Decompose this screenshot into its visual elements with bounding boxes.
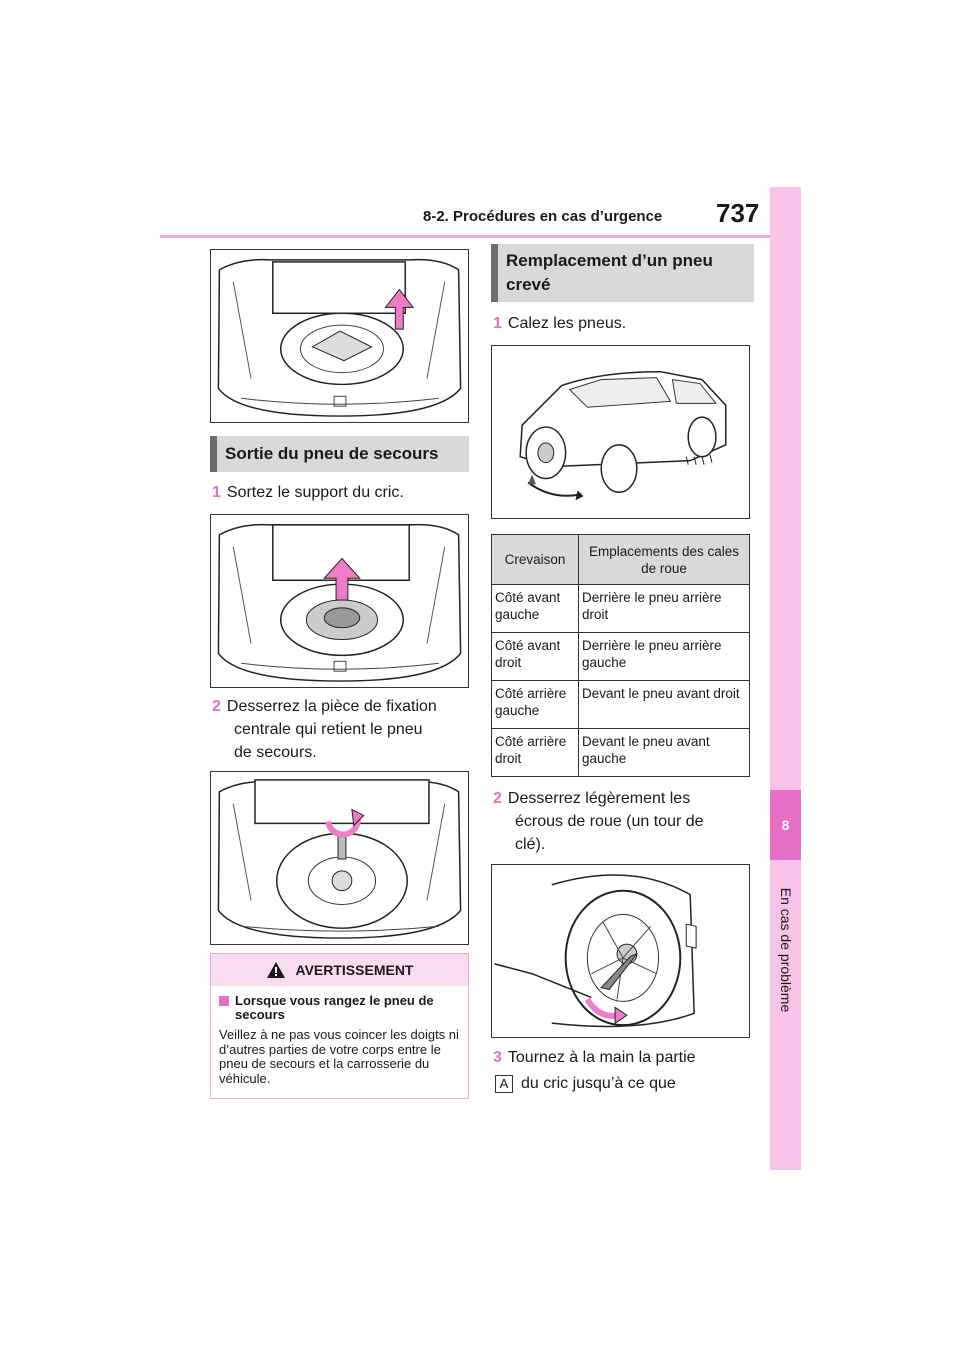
table-cell: Côté avant droit	[491, 632, 579, 681]
table-header-row: Crevaison Emplacements des cales de roue	[491, 534, 750, 585]
step-1-left: 1 Sortez le support du cric.	[212, 481, 472, 504]
warning-subtitle: Lorsque vous rangez le pneu de secours	[235, 993, 434, 1022]
table-cell: Devant le pneu avant droit	[578, 680, 750, 729]
warning-icon	[266, 962, 285, 978]
warning-subtitle-row: Lorsque vous rangez le pneu de secours	[219, 994, 460, 1022]
warning-body: Veillez à ne pas vous coincer les doigts…	[219, 1027, 459, 1086]
table-row: Côté avant droit Derrière le pneu arrièr…	[491, 632, 750, 681]
warning-header: AVERTISSEMENT	[211, 954, 468, 986]
page-number: 737	[716, 198, 760, 228]
table-cell: Côté arrière gauche	[491, 680, 579, 729]
step-number: 2	[212, 698, 221, 715]
warning-box: AVERTISSEMENT Lorsque vous rangez le pne…	[210, 953, 469, 1099]
table-header-cell: Crevaison	[491, 534, 579, 585]
spare-tire-bolt-illustration	[210, 771, 469, 945]
step-text: Sortez le support du cric.	[226, 484, 404, 501]
step-2-left: 2 Desserrez la pièce de fixation centrale…	[212, 695, 472, 764]
wheel-chock-table: Crevaison Emplacements des cales de roue…	[491, 534, 750, 777]
chapter-number: 8	[781, 817, 790, 833]
step-text-line: centrale qui retient le pneu	[234, 721, 423, 738]
step-text-line: écrous de roue (un tour de	[515, 813, 704, 830]
warning-title: AVERTISSEMENT	[295, 962, 414, 978]
table-header-cell: Emplacements des cales de roue	[578, 534, 750, 585]
step-text-line: clé).	[515, 836, 546, 853]
table-cell: Côté arrière droit	[491, 728, 579, 777]
section-header-spare-tire: Sortie du pneu de secours	[210, 436, 469, 472]
section-header-flat-tire: Remplacement d’un pneu crevé	[491, 244, 754, 302]
step-number: 1	[212, 484, 221, 501]
running-header-title: 8-2. Procédures en cas d’urgence	[423, 208, 663, 225]
table-row: Côté avant gauche Derrière le pneu arriè…	[491, 584, 750, 633]
chapter-label-tab[interactable]: En cas de problème	[771, 880, 800, 1020]
trunk-open-board-illustration	[210, 249, 469, 423]
section-title: Remplacement d’un pneu crevé	[506, 251, 713, 294]
table-cell: Devant le pneu avant gauche	[578, 728, 750, 777]
section-title: Sortie du pneu de secours	[225, 444, 439, 463]
vehicle-wheel-chock-illustration	[491, 345, 750, 519]
chapter-number-tab[interactable]: 8	[770, 790, 801, 860]
header-rule	[160, 235, 770, 238]
step-number: 3	[493, 1049, 502, 1066]
step-text-line: Desserrez légèrement les	[507, 790, 691, 807]
chapter-side-strip	[770, 187, 801, 1170]
table-row: Côté arrière gauche Devant le pneu avant…	[491, 680, 750, 729]
step-text-line: du cric jusqu’à ce que	[521, 1075, 676, 1092]
step-text-line: de secours.	[234, 744, 317, 761]
table-cell: Derrière le pneu arrière gauche	[578, 632, 750, 681]
chapter-label: En cas de problème	[777, 887, 794, 1013]
step-number: 1	[493, 315, 502, 332]
step-2-right: 2 Desserrez légèrement les écrous de roue…	[493, 787, 753, 856]
table-cell: Derrière le pneu arrière droit	[578, 584, 750, 633]
step-text: Calez les pneus.	[507, 315, 627, 332]
step-text-line: Tournez à la main la partie	[507, 1049, 696, 1066]
jack-removal-illustration	[210, 514, 469, 688]
callout-badge: A	[495, 1074, 513, 1093]
wheel-nut-loosening-illustration	[491, 864, 750, 1038]
step-text-line: Desserrez la pièce de fixation	[226, 698, 437, 715]
step-number: 2	[493, 790, 502, 807]
step-1-right: 1 Calez les pneus.	[493, 312, 753, 335]
table-row: Côté arrière droit Devant le pneu avant …	[491, 728, 750, 777]
bullet-square-icon	[219, 996, 229, 1006]
table-cell: Côté avant gauche	[491, 584, 579, 633]
